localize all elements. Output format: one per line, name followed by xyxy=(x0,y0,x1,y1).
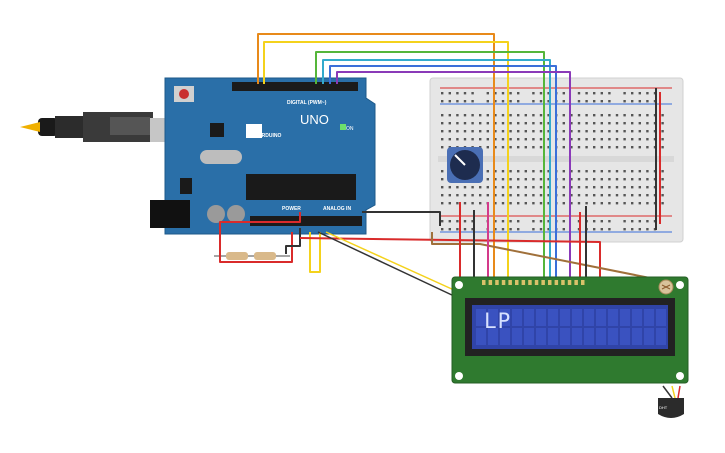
usb-cable[interactable] xyxy=(20,112,178,142)
power-led-label: ON xyxy=(346,126,354,132)
sensor-label: DHT xyxy=(659,405,668,410)
brand-label: ARDUINO xyxy=(258,133,282,139)
resistor[interactable] xyxy=(214,252,290,260)
lcd-display-text: LP xyxy=(484,309,512,333)
potentiometer[interactable] xyxy=(447,147,483,183)
dht-sensor[interactable] xyxy=(658,385,684,418)
board-model-label: UNO xyxy=(300,112,329,127)
lcd-cell-grid xyxy=(476,309,666,345)
analog-pins-label: ANALOG IN xyxy=(323,206,352,212)
lcd-pins[interactable] xyxy=(482,280,585,285)
lcd-module[interactable] xyxy=(451,276,689,384)
arduino-uno-board[interactable] xyxy=(150,77,376,235)
digital-pins-label: DIGITAL (PWM~) xyxy=(287,100,327,106)
photoresistor[interactable] xyxy=(658,279,674,295)
wires xyxy=(219,33,661,297)
power-pins-label: POWER xyxy=(282,206,301,212)
